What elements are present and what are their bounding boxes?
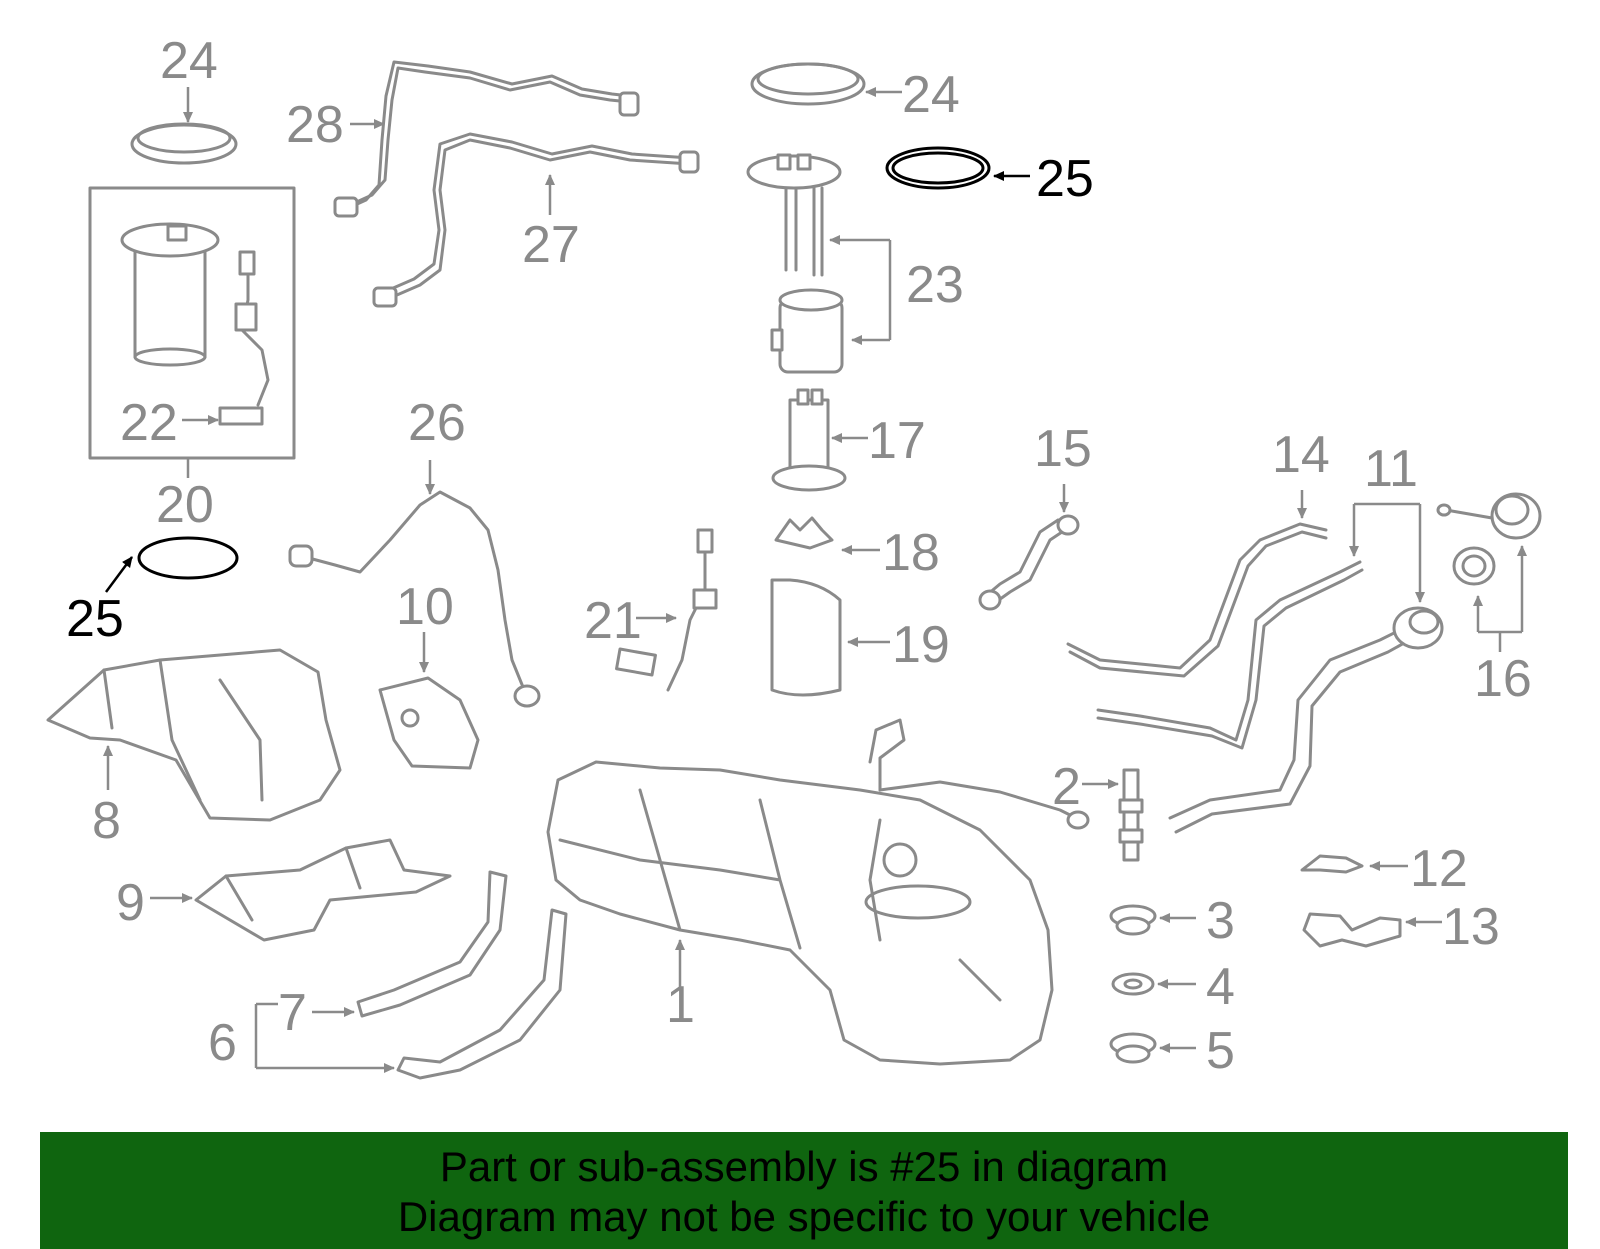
callout-24: 24: [160, 32, 218, 90]
part-3-grommet: [1109, 904, 1196, 936]
callout-24-right: 24: [902, 66, 960, 124]
part-24-left-gasket: [130, 87, 238, 165]
part-18-bracket: [774, 516, 880, 555]
part-9-heat-shield: [150, 838, 452, 942]
callout-26: 26: [408, 394, 466, 452]
callout-20: 20: [156, 476, 214, 534]
callout-13: 13: [1442, 898, 1500, 956]
part-8-heat-shield: [46, 648, 342, 822]
callout-3: 3: [1206, 892, 1235, 950]
part-16-fuel-cap: [1436, 492, 1542, 652]
callout-17: 17: [868, 412, 926, 470]
part-13-bracket: [1302, 912, 1442, 948]
callout-18: 18: [882, 524, 940, 582]
part-12-clamp: [1300, 854, 1408, 874]
part-1-fuel-tank: [546, 718, 1090, 1066]
callout-25-left: 25: [66, 590, 124, 648]
callout-27: 27: [522, 216, 580, 274]
part-17-pump: [771, 388, 868, 492]
part-28-hose: [333, 60, 640, 218]
callout-21: 21: [584, 592, 642, 650]
callout-11: 11: [1364, 440, 1418, 498]
callout-28: 28: [286, 96, 344, 154]
banner-line-2: Diagram may not be specific to your vehi…: [397, 1193, 1211, 1240]
callout-5: 5: [1206, 1022, 1235, 1080]
callout-8: 8: [92, 792, 121, 850]
part-25-right-ring: [885, 146, 1030, 190]
callout-19: 19: [892, 616, 950, 674]
callout-14: 14: [1272, 426, 1330, 484]
part-23-pump-assembly: [746, 153, 892, 374]
part-27-hose: [372, 132, 700, 308]
callout-25-right: 25: [1036, 150, 1094, 208]
callout-1: 1: [666, 976, 695, 1034]
part-21-sender-gauge: [615, 528, 718, 692]
part-5-grommet: [1109, 1032, 1196, 1064]
callout-23: 23: [906, 256, 964, 314]
part-24-right-gasket: [750, 62, 902, 106]
callout-10: 10: [396, 578, 454, 636]
callout-6: 6: [208, 1014, 237, 1072]
callout-16: 16: [1474, 650, 1532, 708]
callout-7: 7: [278, 984, 307, 1042]
part-4-washer: [1111, 972, 1196, 996]
part-19-filter-case: [770, 578, 890, 697]
part-2-valve: [1082, 768, 1144, 862]
info-banner: Part or sub-assembly is #25 in diagram D…: [40, 1132, 1568, 1249]
part-11-filler-pipe: [1096, 502, 1444, 834]
callout-2: 2: [1052, 758, 1081, 816]
callout-22: 22: [120, 394, 178, 452]
part-6-7-straps: [254, 870, 568, 1080]
banner-line-1: Part or sub-assembly is #25 in diagram: [439, 1143, 1169, 1190]
part-20-assembly-box: [88, 186, 296, 478]
part-25-left-ring: [104, 536, 239, 593]
callout-12: 12: [1410, 840, 1468, 898]
part-26-hose: [288, 460, 541, 708]
callout-9: 9: [116, 874, 145, 932]
part-10-bracket: [378, 632, 480, 770]
part-14-pipe: [1066, 490, 1328, 678]
callout-4: 4: [1206, 958, 1235, 1016]
callout-15: 15: [1034, 420, 1092, 478]
part-15-hose: [978, 484, 1080, 611]
